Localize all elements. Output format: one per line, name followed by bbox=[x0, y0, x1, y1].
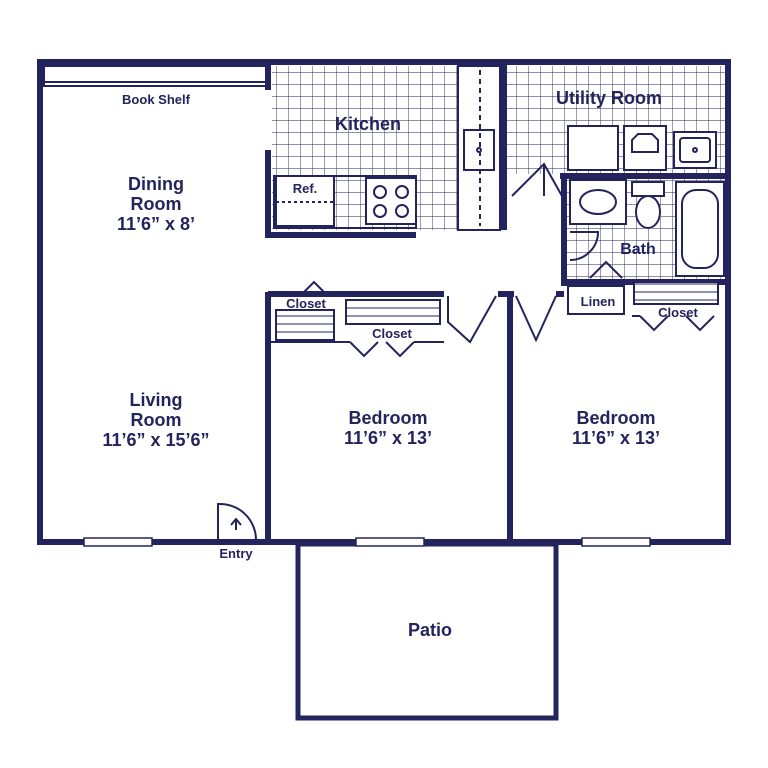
water-heater bbox=[567, 125, 619, 171]
book-shelf-label: Book Shelf bbox=[122, 92, 191, 107]
living-room-label-line2: Room bbox=[131, 410, 182, 430]
patio-label: Patio bbox=[408, 620, 452, 640]
entry-label: Entry bbox=[219, 546, 253, 561]
windows bbox=[83, 537, 651, 547]
kitchen-sink-counter bbox=[457, 65, 501, 231]
furnace bbox=[623, 125, 667, 171]
living-room-size: 11’6” x 15’6” bbox=[102, 430, 209, 450]
patio bbox=[295, 541, 559, 721]
closet-middle-label: Closet bbox=[372, 326, 412, 341]
closet-right-label: Closet bbox=[658, 305, 698, 320]
bedroom-1-size: 11’6” x 13’ bbox=[344, 428, 432, 448]
toilet bbox=[631, 181, 665, 229]
bath-vanity bbox=[569, 179, 627, 225]
bedroom-2-size: 11’6” x 13’ bbox=[572, 428, 660, 448]
closet-left-shelf bbox=[275, 309, 335, 341]
utility-sink bbox=[673, 131, 717, 169]
linen-closet bbox=[567, 285, 625, 315]
book-shelf bbox=[43, 65, 267, 87]
refrigerator bbox=[275, 175, 335, 227]
closet-left-label: Closet bbox=[286, 296, 326, 311]
door-swings bbox=[217, 162, 715, 541]
living-room-label-line1: Living bbox=[130, 390, 183, 410]
bath-label: Bath bbox=[620, 241, 656, 258]
bedroom-1-label: Bedroom bbox=[348, 408, 427, 428]
kitchen-label: Kitchen bbox=[335, 114, 401, 134]
dining-room-label-line1: Dining bbox=[128, 174, 184, 194]
bedroom-2-label: Bedroom bbox=[576, 408, 655, 428]
linen-label: Linen bbox=[581, 294, 616, 309]
utility-room-label: Utility Room bbox=[556, 88, 662, 108]
dining-room-label-line2: Room bbox=[131, 194, 182, 214]
dining-room-size: 11’6” x 8’ bbox=[117, 214, 195, 234]
refrigerator-label: Ref. bbox=[293, 181, 318, 196]
closet-right-shelf bbox=[633, 281, 719, 305]
bathtub bbox=[675, 181, 725, 277]
stove bbox=[365, 177, 417, 225]
closet-middle-shelf bbox=[345, 299, 441, 325]
